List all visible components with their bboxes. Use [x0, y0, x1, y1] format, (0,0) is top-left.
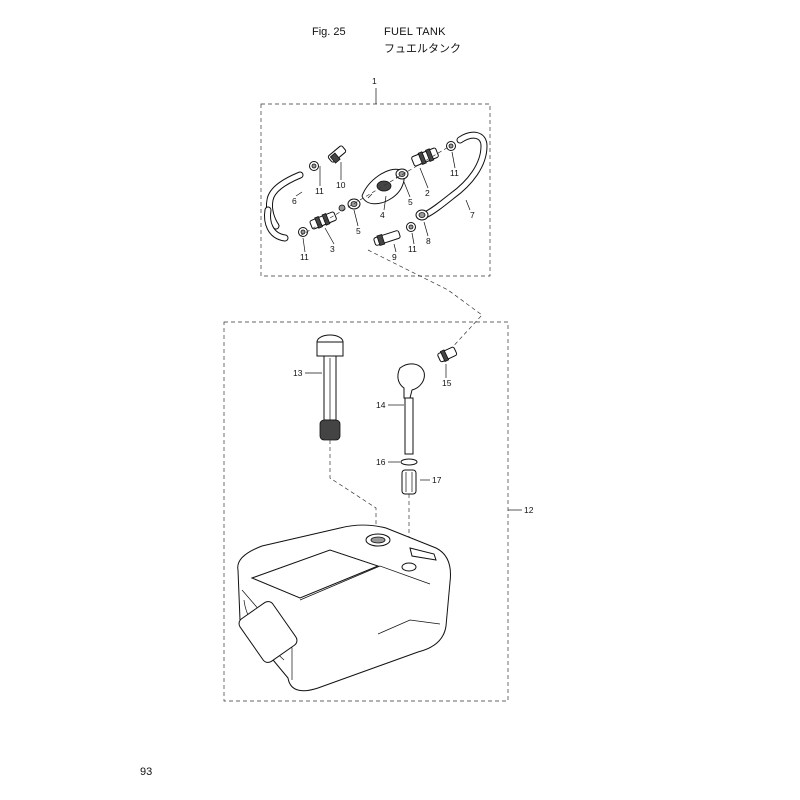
page-number: 93 [140, 766, 153, 778]
pickup-pipe-14 [397, 363, 425, 455]
diagram-title: FUEL TANK [384, 26, 446, 38]
fuel-line-group-box [260, 103, 491, 277]
assembly-axis [299, 145, 451, 237]
callout-17: 17 [432, 475, 442, 485]
callout-15: 15 [442, 378, 452, 388]
connector-3 [309, 211, 337, 230]
fitting-10 [327, 145, 347, 164]
callout-11-d: 11 [408, 244, 417, 254]
callout-14: 14 [376, 400, 386, 410]
callout-7: 7 [470, 210, 475, 220]
connector-dash-line [367, 249, 483, 353]
callout-13: 13 [293, 368, 303, 378]
callout-2: 2 [425, 188, 430, 198]
callout-11-c: 11 [450, 168, 459, 178]
fuel-gauge-13 [316, 334, 344, 441]
callout-5-a: 5 [356, 226, 361, 236]
elbow-15 [437, 346, 458, 363]
callout-10: 10 [336, 180, 346, 190]
diagram-subtitle: フュエルタンク [384, 43, 461, 55]
callout-11-a: 11 [315, 186, 324, 196]
callout-16: 16 [376, 457, 386, 467]
o-ring-small [338, 204, 346, 212]
fitting-9 [373, 230, 401, 247]
callout-5-b: 5 [408, 197, 413, 207]
figure-number: Fig. 25 [312, 26, 346, 38]
filter-17 [401, 469, 417, 495]
callout-11-b: 11 [300, 252, 309, 262]
callout-6: 6 [292, 196, 297, 206]
callout-9: 9 [392, 252, 397, 262]
callout-1: 1 [372, 76, 377, 86]
primer-bulb-4 [361, 168, 405, 205]
callout-12: 12 [524, 505, 534, 515]
washer-16 [400, 458, 418, 466]
page-header: Fig. 25 FUEL TANK フュエルタンク [0, 26, 800, 66]
gauge-dash-line [329, 440, 377, 528]
callout-4: 4 [380, 210, 385, 220]
connector-2 [411, 147, 439, 167]
fuel-tank-group-box [223, 321, 509, 702]
callout-3: 3 [330, 244, 335, 254]
callout-8: 8 [426, 236, 431, 246]
fuel-tank-12 [237, 524, 451, 692]
